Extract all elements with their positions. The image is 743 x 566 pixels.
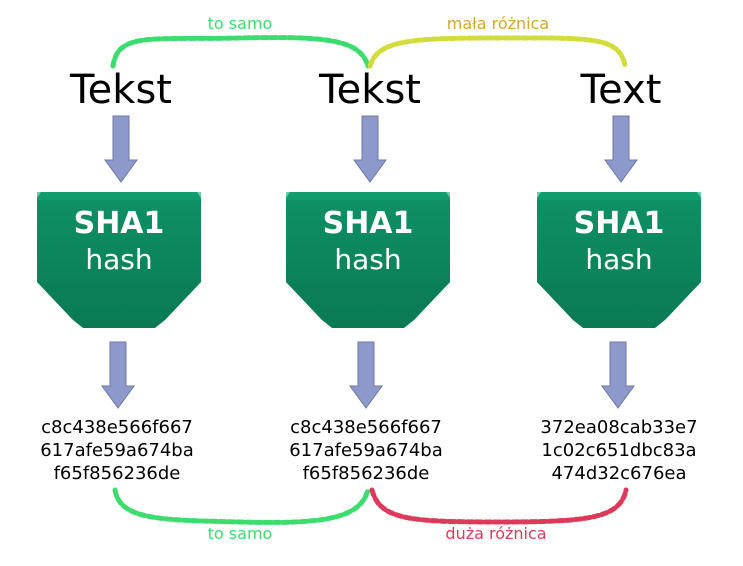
hash-output-line: 617afe59a674ba (289, 440, 443, 461)
hash-subtitle: hash (334, 243, 402, 276)
hopper-icon (286, 192, 450, 328)
top-link-same-label: to samo (207, 14, 273, 33)
arrow-down-icon (604, 115, 638, 183)
hash-subtitle: hash (585, 243, 653, 276)
hash-output-line: 372ea08cab33e7 (540, 417, 698, 438)
hopper-icon (37, 192, 201, 328)
arrow-down-icon (349, 341, 383, 409)
hash-output-line: f65f856236de (53, 463, 181, 484)
top-link-small-difference-label: mała różnica (446, 14, 550, 33)
bottom-link-big-difference-label: duża różnica (445, 524, 547, 543)
hash-output-1: c8c438e566f667 617afe59a674ba f65f856236… (7, 416, 227, 485)
hash-output-line: c8c438e566f667 (290, 417, 442, 438)
hash-output-3: 372ea08cab33e7 1c02c651dbc83a 474d32c676… (509, 416, 729, 485)
hash-output-line: 474d32c676ea (551, 463, 687, 484)
top-arc-small-difference (367, 35, 628, 69)
arrow-down-icon (104, 115, 138, 183)
hash-title: SHA1 (73, 206, 165, 241)
bottom-arc-same (112, 487, 371, 525)
hash-title: SHA1 (573, 206, 665, 241)
top-arc-same (110, 35, 371, 69)
input-text-2: Tekst (319, 67, 421, 113)
sha1-hopper-3: SHA1 hash (537, 188, 701, 330)
input-text-3: Text (580, 67, 662, 113)
hash-output-2: c8c438e566f667 617afe59a674ba f65f856236… (256, 416, 476, 485)
hash-output-line: 617afe59a674ba (40, 440, 194, 461)
arrow-down-icon (601, 341, 635, 409)
hash-output-line: f65f856236de (302, 463, 430, 484)
input-text-1: Tekst (70, 67, 172, 113)
hash-output-line: 1c02c651dbc83a (541, 440, 697, 461)
arrow-down-icon (101, 341, 135, 409)
hash-output-line: c8c438e566f667 (41, 417, 193, 438)
sha1-hopper-1: SHA1 hash (37, 188, 201, 330)
hash-subtitle: hash (85, 243, 153, 276)
hash-title: SHA1 (322, 206, 414, 241)
bottom-link-same-label: to samo (207, 524, 273, 543)
sha1-hopper-2: SHA1 hash (286, 188, 450, 330)
bottom-arc-big-difference (369, 487, 629, 525)
hopper-icon (537, 192, 701, 328)
arrow-down-icon (353, 115, 387, 183)
